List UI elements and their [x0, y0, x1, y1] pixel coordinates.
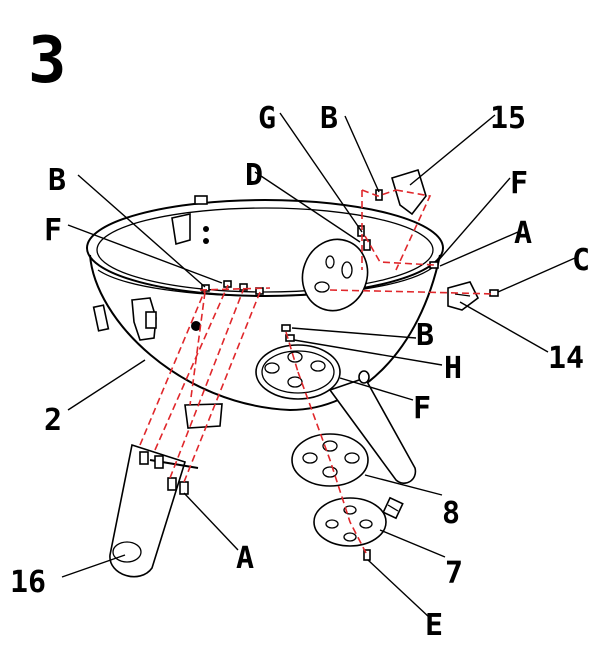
- label-A-right: A: [514, 216, 532, 251]
- label-C: C: [572, 243, 590, 278]
- assembly-lines: [139, 189, 496, 554]
- labels: B F G D B 15 F A C 14 B H F 2 8 A 16 7 E: [10, 101, 590, 643]
- label-G: G: [258, 101, 276, 136]
- label-B-left: B: [48, 163, 66, 198]
- label-B-top: B: [320, 101, 338, 136]
- label-A-bottom: A: [236, 541, 254, 576]
- label-F-mid: F: [413, 391, 431, 426]
- label-15: 15: [490, 101, 526, 136]
- label-H: H: [444, 351, 462, 386]
- label-E: E: [425, 608, 443, 643]
- label-B-mid: B: [416, 318, 434, 353]
- label-16: 16: [10, 565, 46, 600]
- leader-lines: [61, 112, 576, 619]
- label-F-right: F: [510, 166, 528, 201]
- label-14: 14: [548, 341, 584, 376]
- bowl-part-2: [86, 195, 444, 429]
- label-F-left: F: [44, 213, 62, 248]
- label-8: 8: [442, 496, 460, 531]
- leg-right: [328, 370, 417, 484]
- leg-part-16: [109, 443, 199, 578]
- label-D: D: [245, 158, 263, 193]
- step-number: 3: [28, 24, 67, 98]
- bracket-part-14: [447, 281, 480, 311]
- label-7: 7: [445, 556, 463, 591]
- label-2: 2: [44, 403, 62, 438]
